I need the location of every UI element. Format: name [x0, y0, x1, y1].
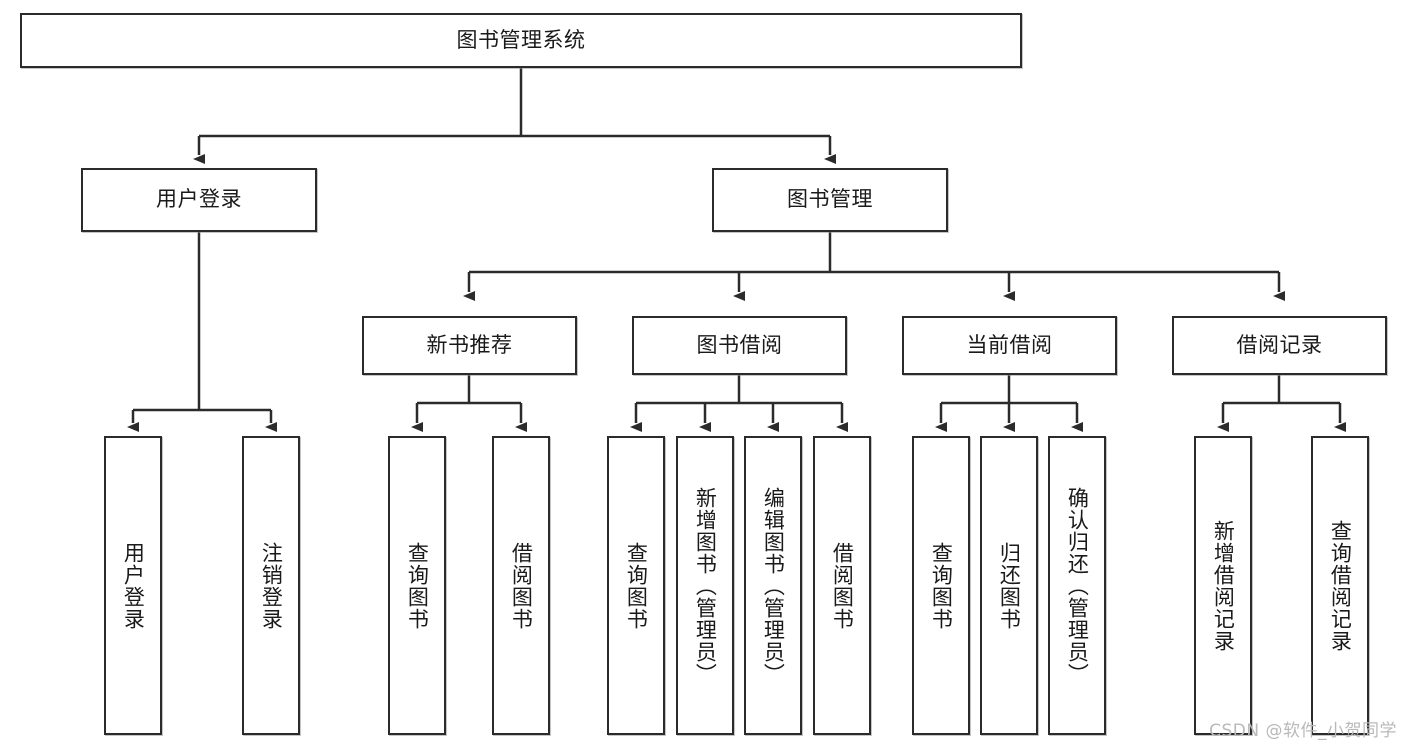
node-label: 确认归还（管理员）	[1065, 486, 1090, 685]
node-leaf-query-book-3[interactable]: 查询图书	[912, 436, 970, 735]
node-leaf-user-login[interactable]: 用户登录	[104, 436, 162, 735]
node-label: 用户登录	[121, 541, 146, 630]
node-leaf-return-book[interactable]: 归还图书	[980, 436, 1038, 735]
node-leaf-confirm-return[interactable]: 确认归还（管理员）	[1048, 436, 1106, 735]
node-label: 查询图书	[624, 541, 649, 630]
node-leaf-borrow-book-2[interactable]: 借阅图书	[813, 436, 871, 735]
node-book-manage[interactable]: 图书管理	[712, 168, 948, 232]
node-label: 查询借阅记录	[1328, 519, 1353, 652]
node-book-borrow[interactable]: 图书借阅	[632, 316, 847, 375]
node-label: 查询图书	[929, 541, 954, 630]
node-leaf-edit-book[interactable]: 编辑图书（管理员）	[744, 436, 802, 735]
node-leaf-add-book[interactable]: 新增图书（管理员）	[676, 436, 734, 735]
node-label: 查询图书	[405, 541, 430, 630]
node-new-book-recommend[interactable]: 新书推荐	[362, 316, 577, 375]
node-leaf-query-book-2[interactable]: 查询图书	[607, 436, 665, 735]
csdn-watermark: CSDN @软件_小贺同学	[1209, 721, 1397, 741]
node-label: 借阅图书	[509, 541, 534, 630]
node-leaf-user-logout[interactable]: 注销登录	[242, 436, 300, 735]
node-label: 图书借阅	[696, 332, 783, 357]
node-label: 当前借阅	[966, 332, 1053, 357]
node-label: 图书管理系统	[456, 27, 586, 52]
node-label: 借阅图书	[830, 541, 855, 630]
node-leaf-query-book-1[interactable]: 查询图书	[388, 436, 446, 735]
node-label: 新增图书（管理员）	[693, 486, 718, 685]
node-borrow-record[interactable]: 借阅记录	[1172, 316, 1387, 375]
node-user-login[interactable]: 用户登录	[81, 168, 317, 232]
node-current-borrow[interactable]: 当前借阅	[902, 316, 1117, 375]
node-leaf-borrow-book-1[interactable]: 借阅图书	[492, 436, 550, 735]
node-label: 注销登录	[259, 541, 284, 630]
node-label: 新书推荐	[426, 332, 513, 357]
node-label: 新增借阅记录	[1211, 519, 1236, 652]
node-leaf-add-record[interactable]: 新增借阅记录	[1194, 436, 1252, 735]
node-label: 用户登录	[156, 187, 242, 212]
node-label: 归还图书	[997, 541, 1022, 630]
node-root-book-management-system[interactable]: 图书管理系统	[20, 13, 1022, 68]
node-label: 借阅记录	[1236, 332, 1323, 357]
node-label: 图书管理	[787, 187, 873, 212]
node-label: 编辑图书（管理员）	[761, 486, 786, 685]
node-leaf-query-record[interactable]: 查询借阅记录	[1311, 436, 1369, 735]
